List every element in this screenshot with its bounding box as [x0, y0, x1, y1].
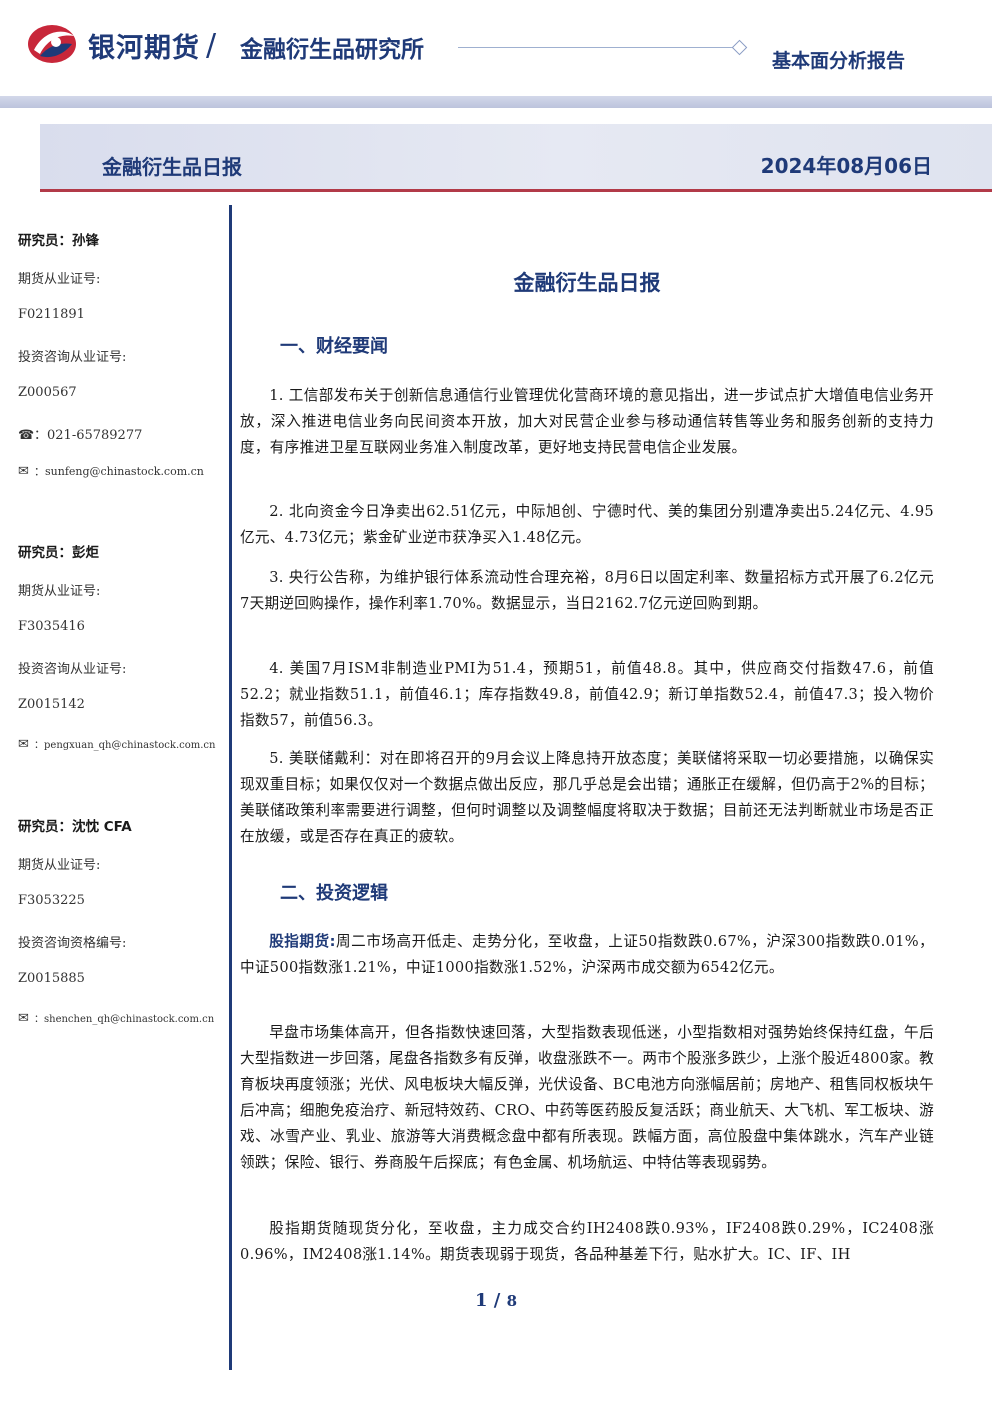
phone-icon: ☎: [18, 428, 35, 443]
page-slash: /: [487, 1290, 507, 1311]
paragraph-lead: 股指期货:: [269, 933, 336, 950]
brand-name: 银河期货: [88, 33, 200, 64]
page-number: 1 / 8: [0, 1290, 992, 1311]
license-number: F0211891: [18, 307, 85, 322]
logic-paragraph: 股指期货随现货分化，至收盘，主力成交合约IH2408跌0.93%，IF2408跌…: [240, 1220, 934, 1263]
email-row: ✉ ：shenchen_qh@chinastock.com.cn: [18, 1010, 214, 1026]
researcher-name: 研究员：沈忱 CFA: [18, 819, 132, 835]
header-band: [0, 96, 992, 108]
news-paragraph: 5. 美联储戴利：对在即将召开的9月会议上降息持开放态度；美联储将采取一切必要措…: [240, 750, 934, 845]
document-title: 金融衍生品日报: [513, 271, 661, 295]
sidebar-divider: [229, 205, 232, 1370]
decorative-line: [458, 47, 734, 48]
news-paragraph: 4. 美国7月ISM非制造业PMI为51.4，预期51，前值48.8。其中，供应…: [240, 660, 934, 729]
section-heading-logic: 二、投资逻辑: [280, 883, 388, 904]
report-name: 金融衍生品日报: [102, 155, 242, 179]
license-label: 期货从业证号:: [18, 272, 101, 287]
consult-label: 投资咨询从业证号:: [18, 350, 127, 365]
report-date: 2024年08月06日: [760, 154, 932, 178]
galaxy-logo-icon: [28, 25, 76, 63]
email-link[interactable]: ：sunfeng@chinastock.com.cn: [34, 465, 204, 478]
email-link[interactable]: ：shenchen_qh@chinastock.com.cn: [34, 1014, 215, 1025]
report-title-bar: 金融衍生品日报 2024年08月06日: [40, 124, 992, 192]
page-header: 银河期货 / 金融衍生品研究所 基本面分析报告: [0, 0, 992, 110]
phone-number: ：021-65789277: [34, 428, 143, 443]
news-paragraph: 1. 工信部发布关于创新信息通信行业管理优化营商环境的意见指出，进一步试点扩大增…: [240, 387, 934, 456]
email-icon: ✉: [18, 1011, 29, 1026]
license-label: 期货从业证号:: [18, 858, 101, 873]
email-link[interactable]: ：pengxuan_qh@chinastock.com.cn: [34, 740, 216, 751]
report-type: 基本面分析报告: [772, 50, 906, 72]
total-pages: 8: [506, 1292, 518, 1310]
researcher-name: 研究员：彭炬: [18, 545, 99, 561]
section-heading-news: 一、财经要闻: [280, 336, 388, 357]
email-icon: ✉: [18, 464, 29, 479]
email-icon: ✉: [18, 737, 29, 752]
logic-paragraph: 股指期货:周二市场高开低走、走势分化，至收盘，上证50指数跌0.67%，沪深30…: [240, 929, 934, 981]
license-number: F3035416: [18, 619, 85, 634]
phone-row: ☎：021-65789277: [18, 424, 142, 443]
consult-label: 投资咨询资格编号:: [18, 936, 127, 951]
license-label: 期货从业证号:: [18, 584, 101, 599]
consult-number: Z000567: [18, 385, 77, 400]
news-paragraph: 2. 北向资金今日净卖出62.51亿元，中际旭创、宁德时代、美的集团分别遭净卖出…: [240, 503, 934, 546]
email-row: ✉ ：sunfeng@chinastock.com.cn: [18, 463, 204, 479]
consult-number: Z0015142: [18, 697, 85, 712]
news-paragraph: 3. 央行公告称，为维护银行体系流动性合理充裕，8月6日以固定利率、数量招标方式…: [240, 569, 934, 612]
paragraph-text: 周二市场高开低走、走势分化，至收盘，上证50指数跌0.67%，沪深300指数跌0…: [240, 933, 934, 976]
consult-number: Z0015885: [18, 971, 85, 986]
diamond-icon: [731, 39, 748, 56]
brand-separator: /: [206, 28, 217, 63]
researcher-name: 研究员：孙锋: [18, 233, 99, 249]
institute-name: 金融衍生品研究所: [240, 37, 424, 63]
current-page: 1: [474, 1290, 488, 1311]
consult-label: 投资咨询从业证号:: [18, 662, 127, 677]
license-number: F3053225: [18, 893, 85, 908]
logic-paragraph: 早盘市场集体高开，但各指数快速回落，大型指数表现低迷，小型指数相对强势始终保持红…: [240, 1024, 934, 1171]
email-row: ✉ ：pengxuan_qh@chinastock.com.cn: [18, 736, 215, 752]
